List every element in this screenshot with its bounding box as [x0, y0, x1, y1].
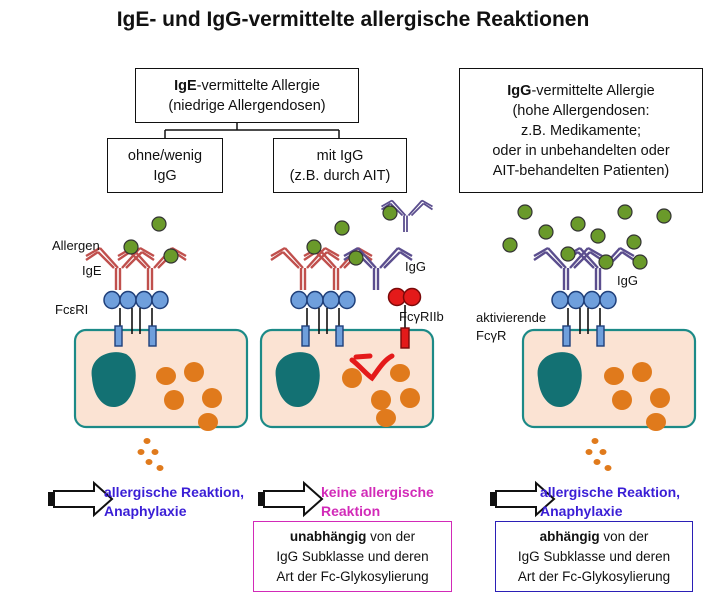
ige-label: IgE	[82, 263, 102, 278]
igg-right-label: IgG	[617, 273, 638, 288]
no-igg-box: ohne/wenig IgG	[107, 138, 223, 193]
igg-allergy-bold: IgG	[507, 82, 532, 99]
left-result-line2: Anaphylaxie	[104, 503, 187, 519]
with-igg-line2: (z.B. durch AIT)	[289, 167, 391, 184]
igg-allergy-box: IgG-vermittelte Allergie (hohe Allergend…	[459, 68, 703, 193]
ige-allergy-text: -vermittelte Allergie	[196, 77, 320, 94]
igg-allergy-line5: AIT-behandelten Patienten)	[492, 162, 670, 179]
independent-line3: Art der Fc-Glykosylierung	[276, 568, 429, 584]
dependent-box: abhängig von der IgG Subklasse und deren…	[495, 521, 693, 592]
igg-allergy-line3: z.B. Medikamente;	[520, 122, 642, 139]
middle-result-line2: Reaktion	[321, 503, 381, 519]
middle-result-arrow	[257, 482, 323, 516]
allergen-label: Allergen	[52, 238, 100, 253]
left-mast-cell	[73, 328, 249, 431]
right-result-line1: allergische Reaktion,	[540, 484, 681, 500]
independent-bold: unabhängig	[289, 528, 367, 544]
middle-result-line1: keine allergische	[321, 484, 434, 500]
page-title: IgE- und IgG-vermittelte allergische Rea…	[116, 8, 590, 31]
middle-result: keine allergische Reaktion	[321, 483, 434, 521]
dependent-line2: IgG Subklasse und deren	[517, 548, 671, 564]
ige-allergy-box: IgE-vermittelte Allergie (niedrige Aller…	[135, 68, 359, 123]
dependent-bold: abhängig	[539, 528, 600, 544]
dependent-line3: Art der Fc-Glykosylierung	[517, 568, 671, 584]
right-released-granules	[585, 438, 612, 471]
fceri-label: FcεRI	[55, 302, 89, 317]
dependent-text: von der	[599, 528, 649, 544]
right-allergens	[502, 204, 672, 270]
left-result-arrow	[47, 482, 113, 516]
left-allergens	[123, 216, 179, 264]
fcgr-label: FcγR	[476, 328, 507, 343]
no-igg-line2: IgG	[153, 167, 177, 184]
left-result: allergische Reaktion, Anaphylaxie	[104, 483, 244, 521]
left-result-line1: allergische Reaktion,	[104, 484, 245, 500]
no-igg-line1: ohne/wenig	[127, 147, 203, 164]
inhibition-symbol	[349, 353, 395, 382]
independent-line2: IgG Subklasse und deren	[276, 548, 429, 564]
igg-allergy-line4: oder in unbehandelten oder	[492, 142, 670, 159]
ige-allergy-bold: IgE	[174, 77, 197, 94]
right-mast-cell	[521, 328, 697, 431]
right-result: allergische Reaktion, Anaphylaxie	[540, 483, 680, 521]
right-result-line2: Anaphylaxie	[540, 503, 623, 519]
with-igg-line1: mit IgG	[316, 147, 364, 164]
independent-box: unabhängig von der IgG Subklasse und der…	[253, 521, 452, 592]
left-released-granules	[137, 438, 164, 471]
igg-allergy-line2: (hohe Allergendosen:	[512, 102, 650, 119]
aktivierende-label: aktivierende	[476, 310, 547, 325]
middle-allergens	[306, 205, 398, 266]
independent-text: von der	[366, 528, 416, 544]
ige-allergy-dose: (niedrige Allergendosen)	[168, 97, 326, 114]
igg-allergy-text: -vermittelte Allergie	[531, 82, 655, 99]
fcgriib-label: FcγRIIb	[399, 309, 444, 324]
igg-middle-label: IgG	[405, 259, 426, 274]
with-igg-box: mit IgG (z.B. durch AIT)	[273, 138, 407, 193]
fcgriib-receptor	[387, 287, 422, 349]
